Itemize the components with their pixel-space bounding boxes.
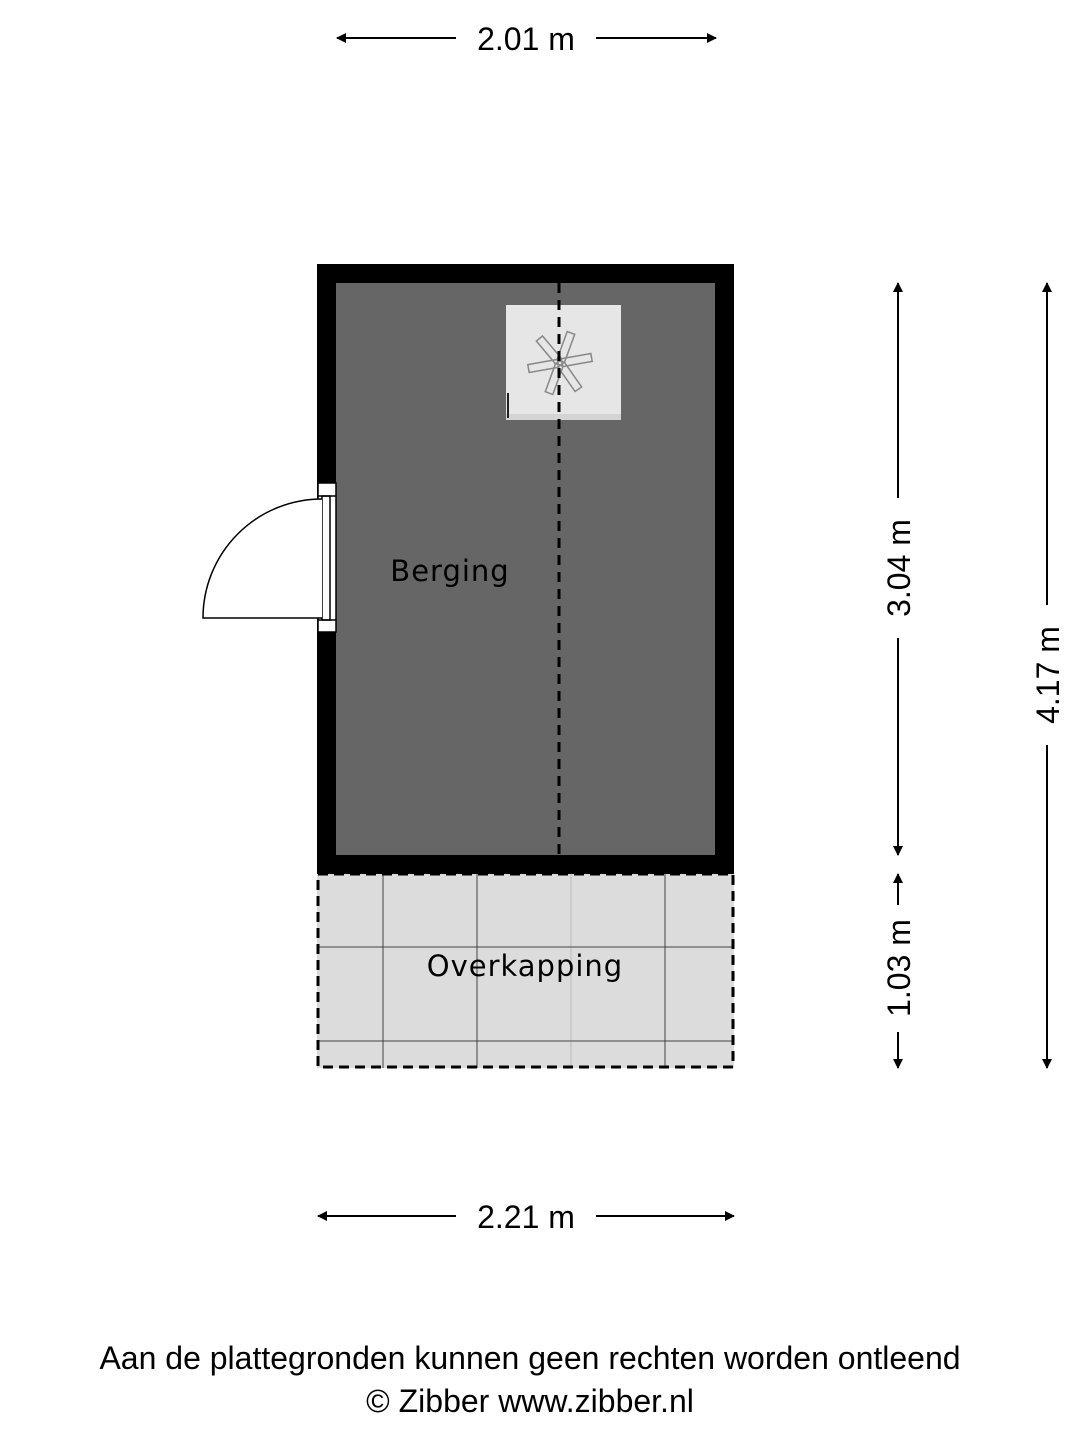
dimension-bottom-width: 2.21 m <box>477 1199 575 1235</box>
overkapping-area: Overkapping <box>316 872 735 1069</box>
berging-room: Berging <box>202 264 734 874</box>
fan-icon <box>526 330 594 396</box>
disclaimer-text: Aan de plattegronden kunnen geen rechten… <box>99 1340 961 1376</box>
dimension-berging-depth: 3.04 m <box>881 519 917 617</box>
dimension-total-depth: 4.17 m <box>1030 626 1066 724</box>
room-label-overkapping: Overkapping <box>427 949 623 983</box>
dimension-top-width: 2.01 m <box>477 21 575 57</box>
copyright-text: © Zibber www.zibber.nl <box>366 1383 694 1419</box>
door-swing[interactable] <box>202 498 323 619</box>
fan-unit <box>506 305 621 420</box>
dimension-overkapping-depth: 1.03 m <box>881 919 917 1017</box>
room-label-berging: Berging <box>390 554 509 588</box>
